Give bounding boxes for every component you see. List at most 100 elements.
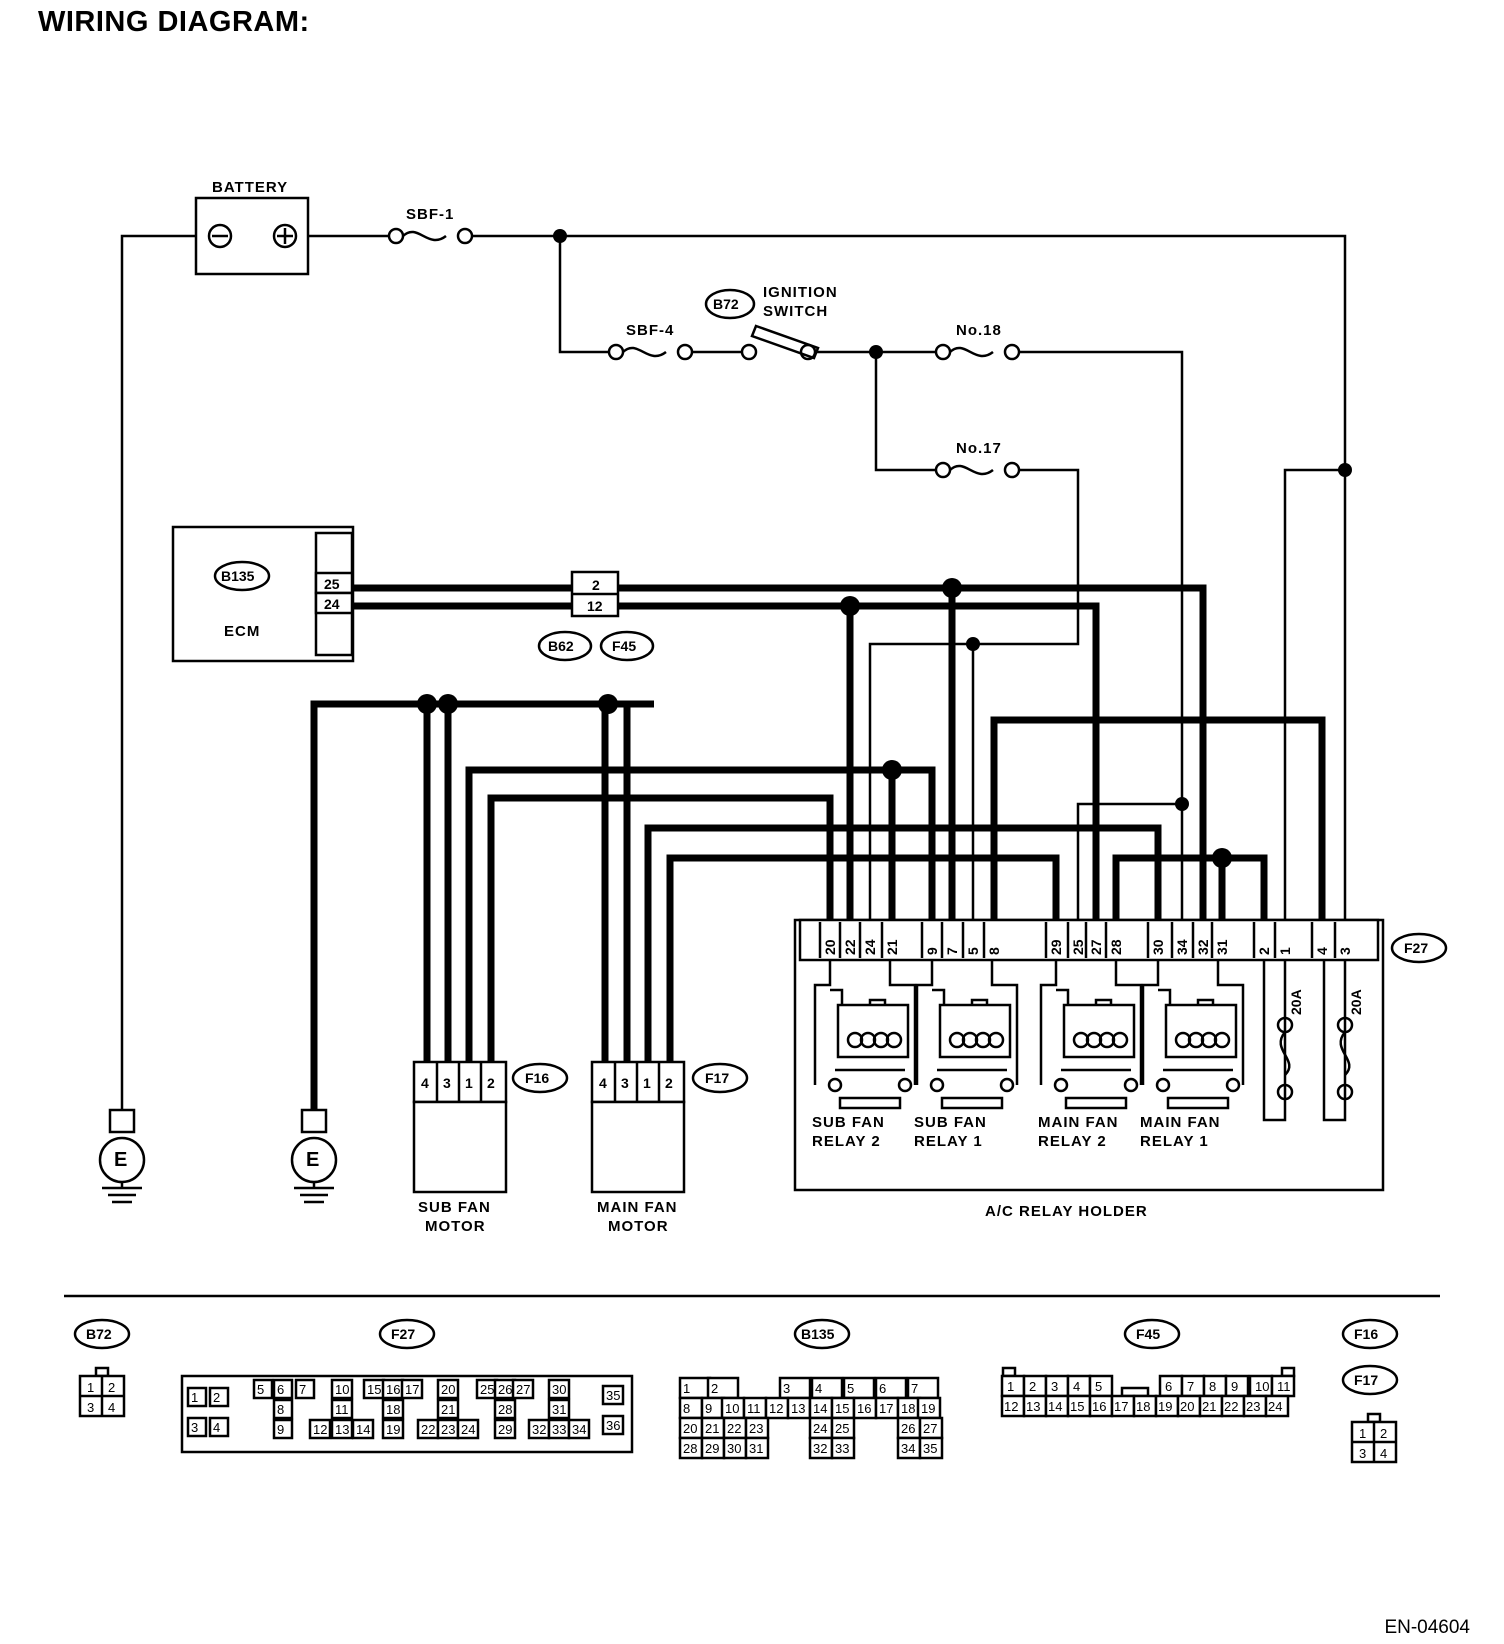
relay-pin-label: 1 <box>1277 947 1293 955</box>
view-f27-cell: 15 <box>367 1382 381 1397</box>
joint-tag-b62: B62 <box>548 638 574 654</box>
relay-pin-label: 7 <box>944 947 960 955</box>
joint-connector: 2 12 B62 F45 <box>537 570 655 662</box>
fuse-17-label: No.17 <box>956 440 1002 457</box>
ecm-label: ECM <box>224 623 260 640</box>
view-b72-tag: B72 <box>86 1326 112 1342</box>
view-f17-cell: 3 <box>1359 1446 1366 1461</box>
view-f27-cell: 31 <box>552 1402 566 1417</box>
view-f45-cell: 13 <box>1026 1399 1040 1414</box>
ecm-pin-24: 24 <box>324 596 340 612</box>
view-f27-tag: F27 <box>391 1326 415 1342</box>
relay-pin-label: 3 <box>1337 947 1353 955</box>
view-f27-cell: 34 <box>572 1422 586 1437</box>
view-f27-cell: 8 <box>277 1402 284 1417</box>
relay-pin-label: 9 <box>924 947 940 955</box>
main-fan-motor: 4 3 1 2 F17 MAIN FAN MOTOR <box>590 1060 749 1235</box>
view-f45-cell: 5 <box>1095 1379 1102 1394</box>
view-f45-cell: 11 <box>1277 1379 1291 1394</box>
view-b135-cell: 2 <box>711 1381 718 1396</box>
battery: BATTERY <box>194 179 310 276</box>
view-b135-cell: 24 <box>813 1421 827 1436</box>
view-b72-cell: 2 <box>108 1380 115 1395</box>
sub-fan-connector-tag: F16 <box>525 1070 549 1086</box>
view-b135-cell: 13 <box>791 1401 805 1416</box>
view-f27-cell: 33 <box>552 1422 566 1437</box>
view-b135-cell: 14 <box>813 1401 827 1416</box>
view-b135-cell: 26 <box>901 1421 915 1436</box>
view-f27-cell: 21 <box>441 1402 455 1417</box>
view-f27-cell: 11 <box>335 1402 349 1417</box>
ignition-label-line1: IGNITION <box>763 284 838 301</box>
view-f27-cell: 27 <box>516 1382 530 1397</box>
view-f45-cell: 23 <box>1246 1399 1260 1414</box>
joint-tag-f45: F45 <box>612 638 636 654</box>
view-f27-cell: 26 <box>498 1382 512 1397</box>
view-f45-cell: 2 <box>1029 1379 1036 1394</box>
fuse-no-18: No.18 <box>934 322 1021 361</box>
view-b135-cell: 7 <box>911 1381 918 1396</box>
relay-pin-label: 31 <box>1214 939 1230 955</box>
battery-label: BATTERY <box>212 179 288 196</box>
view-f45-cell: 17 <box>1114 1399 1128 1414</box>
relay-label-line1: MAIN FAN <box>1038 1114 1119 1131</box>
view-f27-cell: 30 <box>552 1382 566 1397</box>
view-b135-cell: 3 <box>783 1381 790 1396</box>
ignition-label-line2: SWITCH <box>763 303 828 320</box>
sbf-1-label: SBF-1 <box>406 206 454 223</box>
view-f27-cell: 22 <box>421 1422 435 1437</box>
ground-right-label: E <box>306 1149 320 1171</box>
view-f27-cell: 1 <box>191 1390 198 1405</box>
main-fan-label-line1: MAIN FAN <box>597 1199 678 1216</box>
sub-fan-pin-3: 3 <box>443 1075 451 1091</box>
view-f27-cell: 23 <box>441 1422 455 1437</box>
joint-pin-12: 12 <box>587 598 603 614</box>
relay-pin-label: 29 <box>1048 939 1064 955</box>
view-b135-cell: 4 <box>815 1381 822 1396</box>
relay-label-line1: SUB FAN <box>812 1114 885 1131</box>
main-fan-pin-2: 2 <box>665 1075 673 1091</box>
view-b135-cell: 27 <box>923 1421 937 1436</box>
view-f27-cell: 17 <box>405 1382 419 1397</box>
ground-right: E <box>290 1108 338 1204</box>
view-b135-tag: B135 <box>801 1326 835 1342</box>
relay-fuse-left-label: 20A <box>1288 989 1304 1015</box>
view-f45-cell: 6 <box>1165 1379 1172 1394</box>
relay-pin-label: 25 <box>1070 939 1086 955</box>
view-f45-cell: 10 <box>1255 1379 1269 1394</box>
view-f45-cell: 22 <box>1224 1399 1238 1414</box>
view-b135-cell: 25 <box>835 1421 849 1436</box>
view-f27-cell: 10 <box>335 1382 349 1397</box>
sub-fan-pin-4: 4 <box>421 1075 429 1091</box>
view-b135-cell: 33 <box>835 1441 849 1456</box>
view-f27-cell: 2 <box>213 1390 220 1405</box>
relay-pin-label: 5 <box>965 947 981 955</box>
view-f45-cell: 7 <box>1187 1379 1194 1394</box>
relay-pin-label: 24 <box>862 939 878 955</box>
view-f27-cell: 13 <box>335 1422 349 1437</box>
view-f27-cell: 5 <box>257 1382 264 1397</box>
relay-fuse-right-label: 20A <box>1348 989 1364 1015</box>
relay-pin-label: 30 <box>1150 939 1166 955</box>
view-f27-cell: 19 <box>386 1422 400 1437</box>
view-b135-cell: 28 <box>683 1441 697 1456</box>
view-b135-cell: 18 <box>901 1401 915 1416</box>
view-f45-cell: 9 <box>1231 1379 1238 1394</box>
view-f17-cell: 2 <box>1380 1426 1387 1441</box>
view-f27-cell: 24 <box>461 1422 475 1437</box>
view-b135-cell: 20 <box>683 1421 697 1436</box>
ecm-connector-tag: B135 <box>221 568 255 584</box>
main-fan-pin-1: 1 <box>643 1075 651 1091</box>
view-f17-cell: 1 <box>1359 1426 1366 1441</box>
view-f27-cell: 35 <box>606 1388 620 1403</box>
view-f27-cell: 3 <box>191 1420 198 1435</box>
view-f27-cell: 4 <box>213 1420 220 1435</box>
relay-fuse-left: 20A <box>1262 960 1304 1122</box>
relay-pin-label: 28 <box>1108 939 1124 955</box>
